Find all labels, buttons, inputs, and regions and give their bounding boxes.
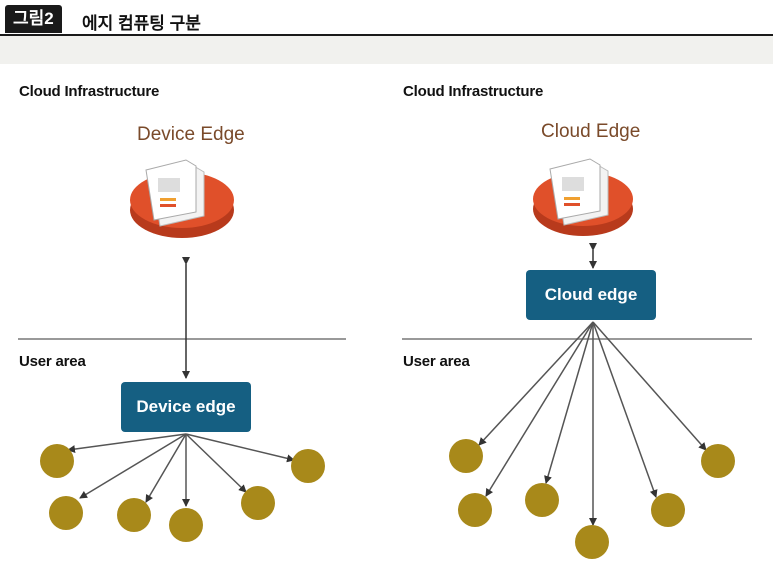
figure-header: 그림2 에지 컴퓨팅 구분	[0, 0, 773, 36]
cloud-edge-title: Cloud Edge	[541, 121, 641, 142]
fanout-arrow	[478, 321, 594, 446]
device-node	[458, 493, 492, 527]
fanout-arrow	[544, 321, 594, 484]
fanout-arrow	[592, 321, 658, 498]
device-node	[575, 525, 609, 559]
device-node	[40, 444, 74, 478]
device-node	[291, 449, 325, 483]
device-node	[525, 483, 559, 517]
fanout-arrow	[67, 433, 187, 454]
left-cloud-infrastructure-label: Cloud Infrastructure	[19, 83, 160, 100]
right-device-nodes	[449, 439, 735, 559]
device-node	[701, 444, 735, 478]
device-node	[241, 486, 275, 520]
device-node	[117, 498, 151, 532]
cloud-edge-server-icon	[533, 158, 633, 236]
right-user-area-label: User area	[403, 353, 470, 370]
fanout-arrow	[485, 321, 594, 497]
device-node	[651, 493, 685, 527]
left-device-nodes	[40, 444, 325, 542]
device-edge-fanout	[67, 433, 295, 507]
fanout-arrow	[592, 321, 707, 451]
header-gap	[0, 36, 773, 64]
fanout-arrow	[185, 433, 247, 493]
fanout-arrow	[145, 433, 187, 503]
device-node	[49, 496, 83, 530]
fanout-arrow	[185, 433, 295, 463]
cloud-edge-box: Cloud edge	[526, 270, 656, 320]
figure-title: 에지 컴퓨팅 구분	[82, 14, 201, 33]
cloud-edge-fanout	[478, 321, 707, 526]
device-edge-box: Device edge	[121, 382, 251, 432]
right-cloud-infrastructure-label: Cloud Infrastructure	[403, 83, 544, 100]
device-edge-title: Device Edge	[137, 124, 245, 145]
fanout-arrow	[79, 433, 187, 499]
device-node	[169, 508, 203, 542]
header-divider	[0, 34, 773, 36]
left-user-area-label: User area	[19, 353, 86, 370]
device-node	[449, 439, 483, 473]
device-edge-server-icon	[130, 159, 234, 238]
figure-badge: 그림2	[5, 5, 62, 33]
